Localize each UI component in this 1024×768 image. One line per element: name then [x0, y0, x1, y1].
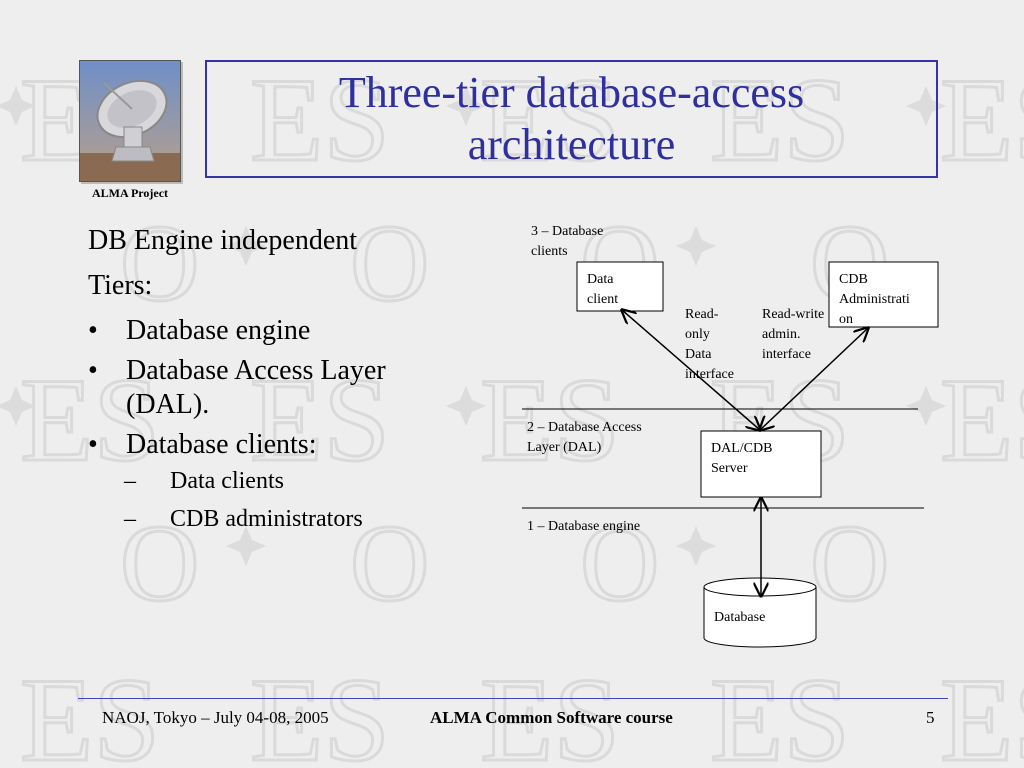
bullet-icon: • [88, 355, 98, 386]
svg-text:ES: ES [250, 53, 390, 186]
read-write-arrow [760, 328, 868, 430]
dash-icon: – [124, 506, 136, 532]
footer-location: NAOJ, Tokyo – July 04-08, 2005 [102, 708, 329, 727]
cdb-admin-label: CDB Administrati on [839, 272, 913, 327]
list-item: • Database engine [88, 314, 468, 348]
radio-telescope-icon [80, 61, 180, 181]
svg-text:O: O [120, 202, 199, 324]
database-cylinder [703, 577, 817, 648]
list-item-text: Database engine [126, 315, 311, 346]
svg-text:ES: ES [20, 653, 160, 768]
sub-list-item-text: Data clients [170, 468, 284, 494]
footer-divider [78, 698, 948, 699]
sub-list-item-text: CDB administrators [170, 506, 363, 532]
svg-text:ES: ES [480, 53, 620, 186]
dal-server-label: DAL/CDB Server [711, 441, 776, 476]
svg-text:O: O [350, 202, 429, 324]
sub-list-item: – Data clients [88, 462, 468, 500]
sub-list-item: – CDB administrators [88, 500, 468, 538]
list-item: • Database Access Layer (DAL). [88, 354, 468, 422]
read-only-arrow [622, 310, 760, 430]
page-title: Three-tier database-access architecture [338, 68, 805, 169]
svg-text:ES: ES [940, 653, 1024, 768]
list-item-text: Database clients: [126, 429, 317, 460]
svg-text:ES: ES [710, 653, 850, 768]
data-client-label: Data client [587, 272, 618, 307]
alma-logo [79, 60, 181, 182]
svg-text:O: O [120, 502, 199, 624]
content-line: Tiers: [88, 270, 153, 301]
svg-text:O: O [580, 502, 659, 624]
title-box: Three-tier database-access architecture [205, 60, 938, 178]
svg-text:O: O [810, 502, 889, 624]
logo-caption: ALMA Project [91, 186, 169, 200]
svg-text:O: O [350, 502, 429, 624]
tier1-label: 1 – Database engine [527, 519, 640, 534]
bullet-icon: • [88, 315, 98, 346]
tier3-label: 3 – Database clients [531, 224, 607, 259]
data-client-box [576, 261, 664, 312]
read-write-interface-label: Read-write admin. interface [762, 307, 828, 362]
svg-text:ES: ES [940, 53, 1024, 186]
svg-text:ES: ES [480, 653, 620, 768]
dash-icon: – [124, 468, 136, 494]
list-item: • Database clients: [88, 428, 468, 462]
svg-text:ES: ES [940, 353, 1024, 486]
page-number: 5 [926, 708, 935, 727]
slide-content: DB Engine independent Tiers: • Database … [88, 218, 468, 538]
cdb-admin-box [828, 261, 939, 328]
content-line: DB Engine independent [88, 225, 358, 256]
bullet-icon: • [88, 429, 98, 460]
database-label: Database [714, 610, 765, 625]
list-item-text: Database Access Layer (DAL). [126, 355, 386, 420]
svg-text:ES: ES [20, 353, 160, 486]
footer-course: ALMA Common Software course [430, 708, 673, 727]
tier2-label: 2 – Database Access Layer (DAL) [527, 420, 645, 455]
svg-text:ES: ES [480, 353, 620, 486]
svg-text:ES: ES [250, 653, 390, 768]
svg-text:ES: ES [710, 53, 850, 186]
svg-text:ES: ES [250, 353, 390, 486]
